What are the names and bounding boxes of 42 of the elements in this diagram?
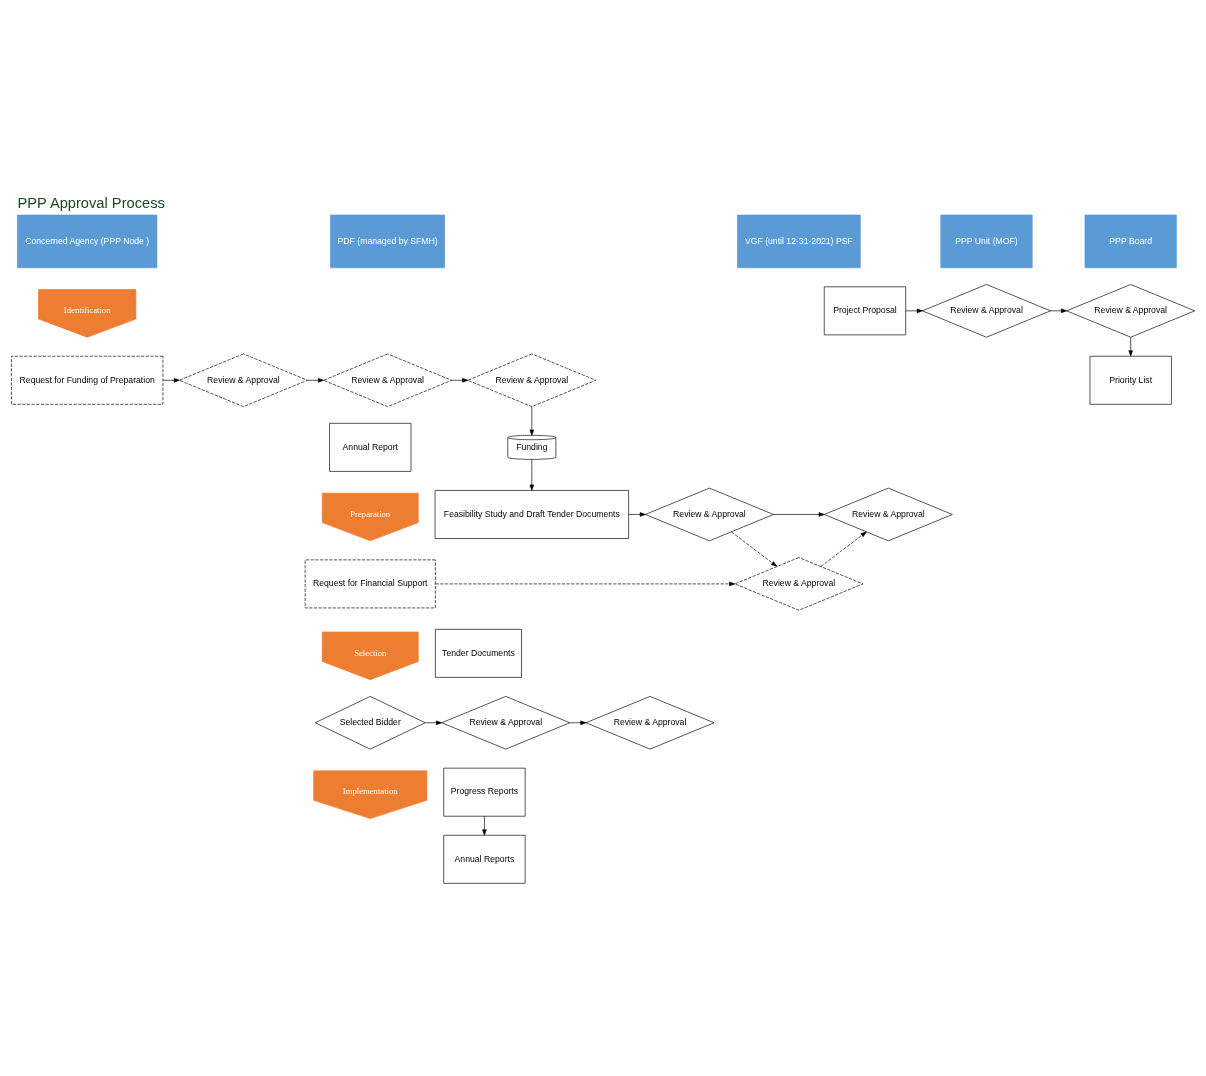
- node-diamond: Review & Approval: [645, 487, 774, 541]
- diagram-title: PPP Approval Process: [17, 194, 165, 211]
- arrow: [529, 458, 535, 491]
- node-box: PPP Board: [1084, 214, 1177, 268]
- node-diamond: Review & Approval: [823, 487, 953, 541]
- arrow: [773, 511, 825, 517]
- arrow: [905, 308, 923, 313]
- node-box: Request for Financial Support: [304, 559, 436, 608]
- node-box: Request for Funding of Preparation: [11, 355, 164, 405]
- node-box: Tender Documents: [435, 628, 522, 678]
- arrow: [529, 405, 535, 436]
- arrow: [307, 377, 324, 382]
- node-box: Annual Report: [329, 422, 412, 472]
- node-box: PPP Unit (MOF): [940, 214, 1033, 268]
- node-box: PDF (managed by SFMH): [330, 214, 446, 268]
- node-diamond: Review & Approval: [323, 353, 452, 407]
- arrow: [628, 511, 646, 517]
- node-diamond: Review & Approval: [1066, 283, 1196, 338]
- arrow: [451, 377, 469, 382]
- arrow: [731, 531, 778, 567]
- arrow: [1050, 308, 1068, 313]
- arrow: [569, 720, 587, 725]
- arrow: [425, 720, 442, 725]
- node-box: Progress Reports: [443, 767, 526, 817]
- node-box: Feasibility Study and Draft Tender Documents: [434, 489, 629, 539]
- node-box: Annual Reports: [443, 834, 526, 884]
- arrow: [820, 531, 867, 567]
- node-diamond: Review & Approval: [585, 695, 715, 749]
- node-box: Priority List: [1089, 355, 1172, 405]
- node-box: Concerned Agency (PPP Node ): [17, 214, 158, 268]
- node-diamond: Review & Approval: [467, 353, 597, 407]
- arrow: [162, 377, 180, 382]
- node-diamond: Review & Approval: [441, 695, 571, 749]
- node-diamond: Selected Bidder: [314, 695, 426, 749]
- node-box: Project Proposal: [823, 285, 907, 335]
- node-box: VGF (until 12-31-2021) PSF: [737, 214, 861, 268]
- arrow: [482, 815, 487, 835]
- node-diamond: Review & Approval: [179, 353, 308, 407]
- arrow: [1128, 336, 1133, 356]
- arrow: [435, 581, 736, 586]
- node-diamond: Review & Approval: [922, 283, 1051, 338]
- node-diamond: Review & Approval: [734, 556, 864, 611]
